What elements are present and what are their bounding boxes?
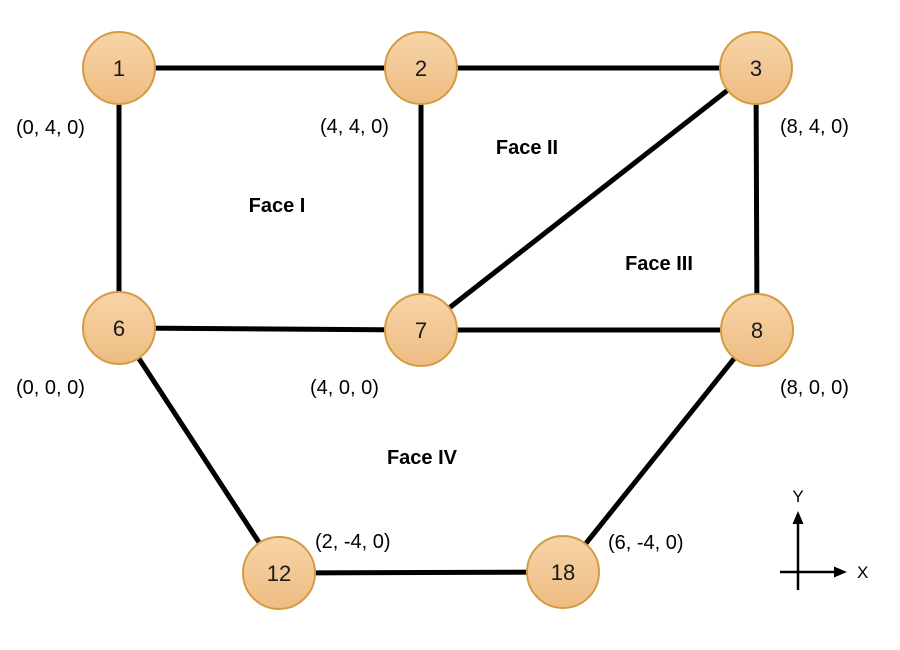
coord-label-node-6: (0, 0, 0) — [16, 377, 85, 399]
node-18-label: 18 — [551, 560, 575, 585]
coord-label-node-8: (8, 0, 0) — [780, 377, 849, 399]
node-7-circle — [384, 293, 458, 367]
node-3: 3 — [719, 31, 793, 105]
y-axis-label: Y — [792, 487, 803, 506]
node-3-label: 3 — [750, 56, 762, 81]
node-2: 2 — [384, 31, 458, 105]
coordinate-labels: (0, 4, 0) (4, 4, 0) (8, 4, 0) (0, 0, 0) … — [16, 116, 849, 554]
edge-3-8 — [753, 67, 760, 331]
node-2-circle — [384, 31, 458, 105]
node-12-circle — [242, 536, 316, 610]
edge-7-3 — [419, 66, 758, 332]
x-axis-arrow-icon — [834, 566, 847, 578]
node-6-label: 6 — [113, 316, 125, 341]
node-8-label: 8 — [751, 318, 763, 343]
face-label-2: Face II — [496, 137, 558, 159]
face-labels: Face I Face II Face III Face IV — [249, 137, 693, 469]
node-7: 7 — [384, 293, 458, 367]
face-label-3: Face III — [625, 253, 693, 275]
node-1-circle — [82, 31, 156, 105]
node-3-circle — [719, 31, 793, 105]
nodes: 1 2 3 6 7 8 12 — [82, 31, 794, 610]
coord-label-node-1: (0, 4, 0) — [16, 117, 85, 139]
face-label-1: Face I — [249, 195, 306, 217]
node-1: 1 — [82, 31, 156, 105]
node-6-circle — [82, 291, 156, 365]
edges — [116, 65, 760, 576]
y-axis-arrow-icon — [792, 511, 804, 524]
node-18-circle — [526, 535, 600, 609]
coord-label-node-3: (8, 4, 0) — [780, 116, 849, 138]
node-6: 6 — [82, 291, 156, 365]
coord-label-node-12: (2, -4, 0) — [315, 531, 391, 553]
face-label-4: Face IV — [387, 447, 458, 469]
node-1-label: 1 — [113, 56, 125, 81]
edge-12-18 — [278, 569, 564, 576]
node-18: 18 — [526, 535, 600, 609]
node-12: 12 — [242, 536, 316, 610]
edge-6-7 — [118, 325, 422, 333]
edge-18-8 — [561, 328, 759, 574]
coord-label-node-18: (6, -4, 0) — [608, 532, 684, 554]
node-12-label: 12 — [267, 561, 291, 586]
node-8: 8 — [720, 293, 794, 367]
coord-label-node-2: (4, 4, 0) — [320, 116, 389, 138]
node-7-label: 7 — [415, 318, 427, 343]
node-2-label: 2 — [415, 56, 427, 81]
axis-indicator: Y X — [780, 487, 868, 590]
node-8-circle — [720, 293, 794, 367]
x-axis-label: X — [857, 563, 868, 582]
coord-label-node-7: (4, 0, 0) — [310, 377, 379, 399]
edge-6-12 — [116, 326, 282, 575]
